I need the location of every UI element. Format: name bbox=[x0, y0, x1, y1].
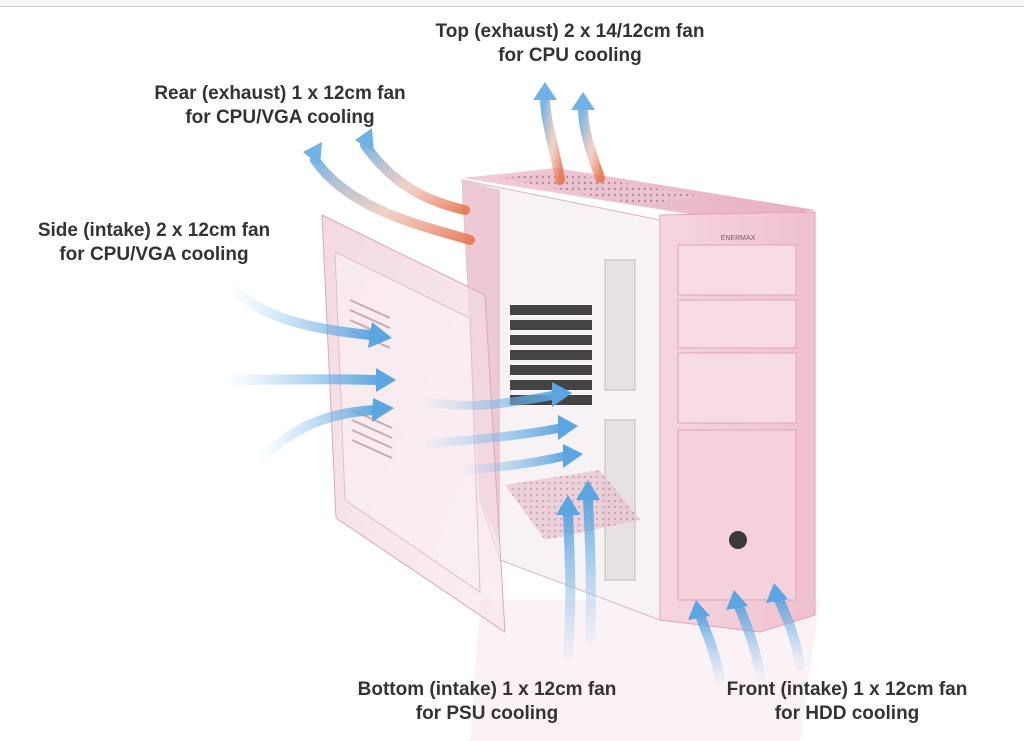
drive-bays bbox=[604, 259, 636, 581]
top-fan-label-line2: for CPU cooling bbox=[498, 45, 642, 66]
front-intake-arrows bbox=[695, 593, 805, 685]
bottom-intake-arrows bbox=[563, 495, 596, 660]
rear-exhaust-arrows bbox=[310, 140, 475, 245]
front-fan-label-line2: for HDD cooling bbox=[774, 703, 920, 724]
front-fan-label: Front (intake) 1 x 12cm fan for HDD cool… bbox=[704, 678, 990, 726]
front-fan-label-line1: Front (intake) 1 x 12cm fan bbox=[726, 679, 968, 700]
side-fan-label-line2: for CPU/VGA cooling bbox=[59, 244, 249, 265]
front-panel-lower bbox=[677, 429, 797, 601]
front-intake-arrowheads bbox=[688, 583, 788, 620]
top-exhaust-arrows bbox=[540, 93, 605, 185]
browser-edge bbox=[0, 0, 1024, 7]
floor-reflection bbox=[470, 600, 820, 741]
bottom-fan-label-line1: Bottom (intake) 1 x 12cm fan bbox=[357, 679, 617, 700]
top-exhaust-arrowheads bbox=[533, 82, 595, 110]
bottom-intake-arrowheads bbox=[556, 480, 600, 515]
side-panel-vents bbox=[349, 299, 393, 459]
side-intake-arrowheads bbox=[368, 322, 583, 468]
top-fan-label: Top (exhaust) 2 x 14/12cm fan for CPU co… bbox=[410, 20, 730, 68]
bottom-fan-label-line2: for PSU cooling bbox=[415, 703, 559, 724]
rear-fan-label-line2: for CPU/VGA cooling bbox=[185, 107, 375, 128]
top-vent-mesh bbox=[500, 172, 700, 205]
rear-exhaust-arrowheads bbox=[303, 128, 374, 166]
top-fan-label-line1: Top (exhaust) 2 x 14/12cm fan bbox=[435, 21, 705, 42]
expansion-slots bbox=[510, 305, 592, 405]
bay-cover-2 bbox=[677, 299, 797, 349]
side-intake-arrows bbox=[220, 280, 570, 475]
power-button-icon bbox=[729, 531, 747, 549]
side-fan-label: Side (intake) 2 x 12cm fan for CPU/VGA c… bbox=[14, 219, 294, 267]
brand-logo: ENERMAX bbox=[721, 235, 756, 242]
side-fan-label-line1: Side (intake) 2 x 12cm fan bbox=[37, 220, 271, 241]
bay-cover-3 bbox=[677, 352, 797, 424]
rear-fan-label: Rear (exhaust) 1 x 12cm fan for CPU/VGA … bbox=[130, 82, 430, 130]
rear-fan-label-line1: Rear (exhaust) 1 x 12cm fan bbox=[154, 83, 406, 104]
bay-cover-1 bbox=[677, 244, 797, 296]
bottom-fan-label: Bottom (intake) 1 x 12cm fan for PSU coo… bbox=[334, 678, 640, 726]
